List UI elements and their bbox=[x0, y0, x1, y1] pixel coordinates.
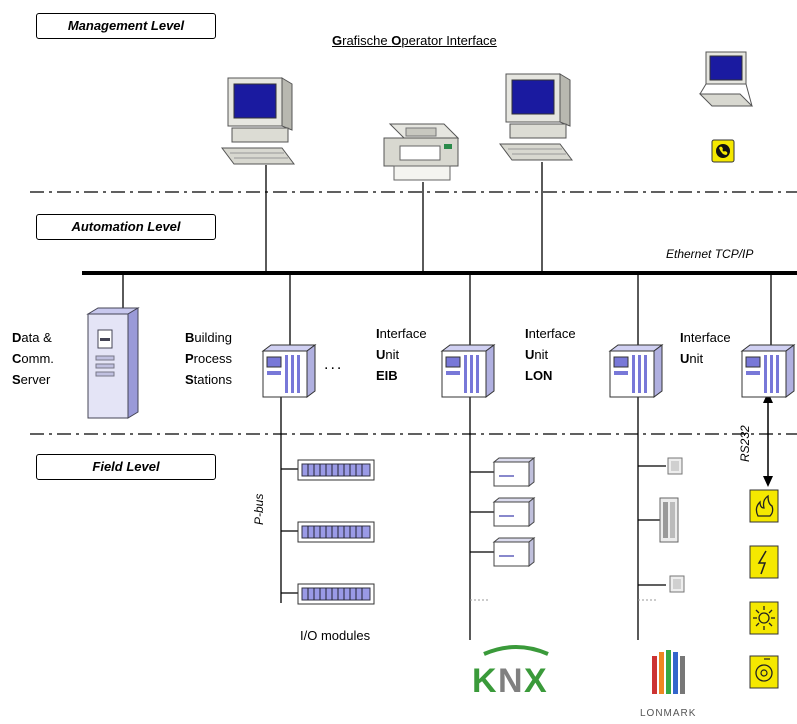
io-module-icon bbox=[297, 583, 375, 605]
io-module-icon bbox=[297, 521, 375, 543]
field-level-box: Field Level bbox=[36, 454, 216, 480]
computer-icon bbox=[221, 77, 295, 165]
fire-detector-icon bbox=[749, 489, 779, 523]
lon-device-icon bbox=[669, 575, 685, 593]
eib-device-icon bbox=[492, 456, 536, 488]
automation-level-box: Automation Level bbox=[36, 214, 216, 240]
lonmark-logo-graphic bbox=[652, 650, 685, 694]
io-module-icon bbox=[297, 459, 375, 481]
interface-unit-rs232-icon bbox=[740, 344, 796, 398]
interface-unit-rs232-label: Interface Unit bbox=[680, 330, 731, 366]
server-label: Data & Comm. Server bbox=[12, 330, 54, 387]
ellipsis-label: ... bbox=[324, 356, 344, 373]
interface-unit-lon-icon bbox=[608, 344, 664, 398]
knx-logo: K N X bbox=[472, 645, 549, 700]
interface-unit-lon-label: Interface Unit LON bbox=[525, 326, 576, 383]
knx-logo-k: K bbox=[472, 662, 497, 700]
ethernet-label: Ethernet TCP/IP bbox=[666, 247, 754, 261]
lon-device-icon bbox=[659, 497, 679, 543]
knx-logo-n: N bbox=[498, 662, 523, 700]
server-tower-icon bbox=[86, 307, 140, 419]
process-stations-label: Building Process Stations bbox=[185, 330, 232, 387]
computer-icon bbox=[499, 73, 573, 161]
management-level-box: Management Level bbox=[36, 13, 216, 39]
operator-interface-title: Grafische Operator Interface bbox=[332, 33, 497, 48]
lon-device-icon bbox=[667, 457, 683, 475]
p-bus-label: P-bus bbox=[252, 493, 266, 525]
printer-icon bbox=[383, 123, 460, 181]
process-station-icon bbox=[261, 344, 317, 398]
fan-icon bbox=[749, 655, 779, 689]
light-icon bbox=[749, 601, 779, 635]
io-modules-label: I/O modules bbox=[300, 628, 371, 643]
interface-unit-eib-icon bbox=[440, 344, 496, 398]
eib-device-icon bbox=[492, 496, 536, 528]
knx-logo-x: X bbox=[524, 662, 547, 700]
electric-icon bbox=[749, 545, 779, 579]
phone-icon bbox=[711, 139, 735, 163]
lonmark-logo-text: LONMARK bbox=[640, 708, 697, 719]
rs232-label: RS232 bbox=[738, 425, 752, 462]
eib-device-icon bbox=[492, 536, 536, 568]
interface-unit-eib-label: Interface Unit EIB bbox=[376, 326, 427, 383]
laptop-icon bbox=[698, 51, 754, 107]
